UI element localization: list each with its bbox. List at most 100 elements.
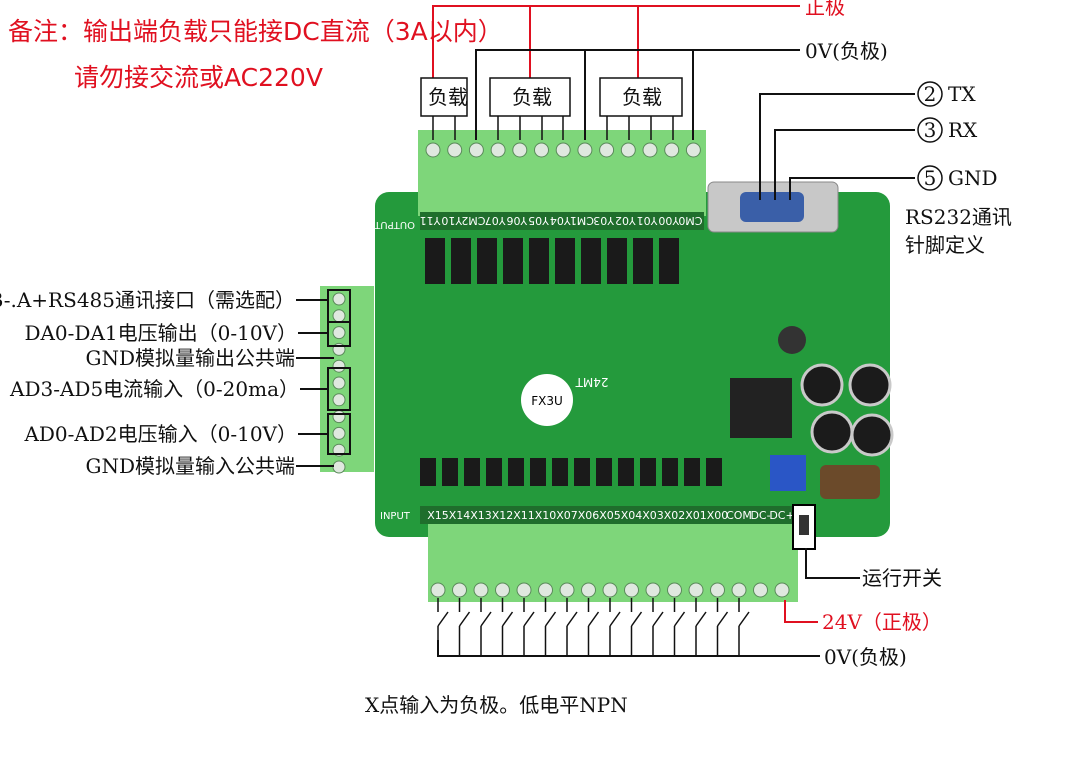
note-line-2: 请勿接交流或AC220V <box>74 63 323 92</box>
terminal-screw[interactable] <box>685 142 701 158</box>
input-pin-label: X04 <box>621 509 643 522</box>
input-switch-line <box>738 611 750 627</box>
input-switch-line <box>609 611 621 627</box>
input-pin-label: X01 <box>685 509 707 522</box>
zero-v-label: 0V(负极) <box>805 39 888 63</box>
terminal-screw[interactable] <box>642 142 658 158</box>
input-switch-line <box>544 611 557 627</box>
terminal-screw[interactable] <box>332 292 346 306</box>
terminal-screw[interactable] <box>332 376 346 390</box>
output-pin-label: Y07 <box>485 214 507 227</box>
input-pin-label: X03 <box>642 509 664 522</box>
input-pin-label: X14 <box>449 509 471 522</box>
board-model-variant: 24MT <box>575 375 609 389</box>
optocoupler <box>574 458 590 486</box>
terminal-screw[interactable] <box>664 142 680 158</box>
terminal-screw[interactable] <box>332 326 346 340</box>
gnd-analog-output-label: GND模拟量输出公共端 <box>85 346 295 370</box>
output-pin-label: Y03 <box>593 214 615 227</box>
terminal-screw[interactable] <box>425 142 441 158</box>
terminal-screw[interactable] <box>468 142 484 158</box>
gnd-analog-input-label: GND模拟量输入公共端 <box>85 454 295 478</box>
relay <box>607 238 627 284</box>
terminal-screw[interactable] <box>473 582 489 598</box>
relay <box>659 238 679 284</box>
relay <box>425 238 445 284</box>
optocoupler <box>552 458 568 486</box>
output-pin-label: Y11 <box>420 214 442 227</box>
output-pin-label: CM0 <box>678 214 702 227</box>
terminal-screw[interactable] <box>447 142 463 158</box>
output-pin-label: Y00 <box>658 214 680 227</box>
positive-label: 正极 <box>805 0 845 19</box>
load-label-1: 负载 <box>428 85 468 109</box>
terminal-screw[interactable] <box>645 582 661 598</box>
input-pin-label: X15 <box>427 509 449 522</box>
terminal-screw[interactable] <box>512 142 528 158</box>
input-switch-line <box>480 611 492 627</box>
input-switch-line <box>501 611 514 627</box>
optocoupler <box>442 458 458 486</box>
terminal-screw[interactable] <box>624 582 639 598</box>
output-pin-label: CM2 <box>461 214 485 227</box>
output-pin-label: Y04 <box>550 214 572 227</box>
terminal-screw[interactable] <box>332 359 346 373</box>
load-label-2: 负载 <box>512 85 552 109</box>
terminal-screw[interactable] <box>620 142 636 158</box>
terminal-screw[interactable] <box>490 142 506 158</box>
output-pin-label: CM1 <box>570 214 594 227</box>
terminal-screw[interactable] <box>332 309 346 323</box>
input-pin-label: X06 <box>578 509 600 522</box>
optocoupler <box>596 458 612 486</box>
terminal-screw[interactable] <box>332 393 346 407</box>
terminal-screw[interactable] <box>667 582 682 598</box>
board-model: FX3U <box>531 394 563 408</box>
terminal-screw[interactable] <box>577 142 593 158</box>
relay <box>555 238 575 284</box>
rs232-title: RS232通讯 <box>905 205 1012 229</box>
terminal-screw[interactable] <box>710 582 725 598</box>
bottom-caption: X点输入为负极。低电平NPN <box>365 693 628 717</box>
terminal-screw[interactable] <box>602 582 618 598</box>
input-switch-line <box>630 611 643 627</box>
terminal-screw[interactable] <box>332 426 346 440</box>
terminal-screw[interactable] <box>430 582 446 598</box>
output-pin-label: Y01 <box>637 214 659 227</box>
terminal-screw[interactable] <box>774 582 790 598</box>
relay <box>503 238 523 284</box>
input-label: INPUT <box>380 511 411 522</box>
input-pin-label: DC- <box>750 509 770 522</box>
terminal-screw[interactable] <box>332 410 346 424</box>
terminal-screw[interactable] <box>516 582 532 598</box>
relay <box>451 238 471 284</box>
da-output-label: DA0-DA1电压输出（0-10V） <box>24 321 297 345</box>
relay <box>633 238 653 284</box>
input-pin-label: X13 <box>470 509 492 522</box>
terminal-screw[interactable] <box>452 582 467 598</box>
terminal-screw[interactable] <box>534 142 549 158</box>
output-pin-label: Y06 <box>506 214 528 227</box>
terminal-screw[interactable] <box>688 582 704 598</box>
output-pin-label: Y05 <box>528 214 550 227</box>
input-switch-line <box>695 611 707 627</box>
terminal-screw[interactable] <box>555 142 571 158</box>
terminal-screw[interactable] <box>753 582 768 598</box>
terminal-screw[interactable] <box>731 582 747 598</box>
output-label: OUTPUT <box>373 219 415 230</box>
terminal-screw[interactable] <box>581 582 596 598</box>
24v-label: 24V（正极） <box>822 610 942 634</box>
input-pin-label: X11 <box>513 509 535 522</box>
rx-pin-number: 3 <box>924 118 937 142</box>
input-switch-line <box>523 611 535 627</box>
input-switch-line <box>673 611 686 627</box>
input-switch-line <box>566 611 578 627</box>
optocoupler <box>420 458 436 486</box>
terminal-screw[interactable] <box>495 582 510 598</box>
terminal-screw[interactable] <box>559 582 575 598</box>
tx-pin-number: 2 <box>924 82 937 106</box>
terminal-screw[interactable] <box>332 460 346 474</box>
terminal-screw[interactable] <box>599 142 615 158</box>
capacitor <box>800 363 844 407</box>
terminal-screw[interactable] <box>538 582 553 598</box>
